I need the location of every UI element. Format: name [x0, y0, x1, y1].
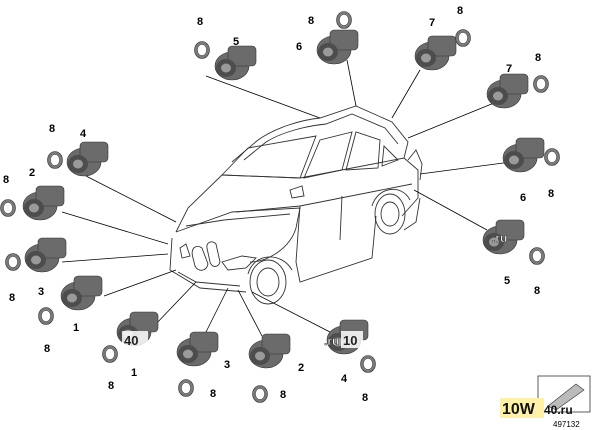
watermark-text: 40	[124, 333, 138, 348]
ring-8-g	[47, 151, 63, 169]
watermark-box	[122, 331, 148, 348]
callout-2: 2	[298, 362, 304, 374]
callout-8: 8	[548, 188, 554, 200]
leader-line-4b	[251, 291, 331, 333]
watermark-text: 10	[343, 333, 357, 348]
leader-lines	[61, 59, 512, 341]
sensor-4-left	[66, 141, 109, 177]
car-outline	[169, 105, 423, 305]
leader-line-7a	[391, 69, 421, 119]
callout-8: 8	[9, 292, 15, 304]
callout-8: 8	[534, 285, 540, 297]
callout-8: 8	[280, 389, 286, 401]
callout-8: 8	[308, 15, 314, 27]
sensor-3-bottom	[176, 331, 219, 367]
callout-3: 3	[38, 286, 44, 298]
leader-line-3a	[61, 253, 169, 263]
leader-line-1a	[103, 269, 177, 297]
ring-8-n	[360, 355, 376, 373]
ring-8-h	[0, 199, 16, 217]
callout-5: 5	[233, 36, 239, 48]
callout-5: 5	[504, 275, 510, 287]
ring-8-j	[38, 307, 54, 325]
callout-6: 6	[296, 41, 302, 53]
logo-background	[500, 398, 544, 418]
sensors	[22, 29, 545, 369]
logo-text: 40.ru	[544, 403, 573, 417]
thumbnail-sensor-icon	[547, 383, 585, 411]
callout-8: 8	[44, 343, 50, 355]
callout-4: 4	[80, 128, 87, 140]
callout-numbers: 8 5 8 6 7 8 7 8 8 4 8 2 6 8 8 3 5 8 1 8 …	[3, 5, 554, 404]
ring-8-m	[252, 385, 268, 403]
ring-8-d	[533, 75, 549, 93]
leader-line-5	[205, 75, 321, 119]
leader-line-5b	[413, 189, 488, 231]
callout-7: 7	[506, 63, 512, 75]
callout-1: 1	[131, 367, 137, 379]
sensor-6-top	[316, 29, 359, 65]
callout-8: 8	[49, 123, 55, 135]
sensor-2-left	[22, 185, 65, 221]
logo-text: 10W	[502, 401, 536, 418]
callout-8: 8	[108, 380, 114, 392]
watermark-overlays: .ru 40 .ru 10	[122, 231, 508, 348]
leader-line-7b	[407, 102, 495, 139]
ring-8-e	[544, 148, 560, 166]
ring-8-c	[455, 29, 471, 47]
callout-1: 1	[73, 322, 79, 334]
sensor-3-left	[24, 237, 67, 273]
watermark-text: .ru	[492, 231, 507, 245]
leader-line-3b	[201, 287, 229, 341]
callout-8: 8	[3, 174, 9, 186]
leader-line-6	[346, 59, 357, 107]
callout-2: 2	[29, 167, 35, 179]
sensor-5-top	[214, 45, 257, 81]
watermark-box	[341, 331, 363, 348]
callout-6: 6	[520, 192, 526, 204]
leader-line-4	[85, 175, 177, 223]
ring-8-f	[529, 247, 545, 265]
leader-line-1b	[153, 281, 197, 327]
callout-8: 8	[535, 52, 541, 64]
callout-8: 8	[197, 16, 203, 28]
watermark-text: .ru	[324, 334, 339, 348]
callout-8: 8	[210, 388, 216, 400]
callout-8: 8	[457, 5, 463, 17]
document-number: 497132	[553, 420, 580, 429]
sensor-2-bottom	[248, 333, 291, 369]
leader-line-2b	[237, 289, 263, 337]
ring-8-k	[102, 345, 118, 363]
ring-8-b	[336, 11, 352, 29]
sensor-1-left	[60, 275, 103, 311]
callout-3: 3	[224, 359, 230, 371]
callout-8: 8	[362, 392, 368, 404]
sensor-7-right	[486, 73, 529, 109]
sensor-7-top	[414, 35, 457, 71]
ring-8-l	[178, 379, 194, 397]
leader-line-2a	[61, 211, 169, 245]
corner-thumbnail: 10W 40.ru 497132	[500, 375, 591, 429]
ring-8-a	[194, 41, 210, 59]
ring-8-i	[5, 253, 21, 271]
leader-line-6b	[419, 161, 512, 175]
callout-4: 4	[341, 373, 348, 385]
callout-7: 7	[429, 17, 435, 29]
sensor-6-right	[502, 137, 545, 173]
